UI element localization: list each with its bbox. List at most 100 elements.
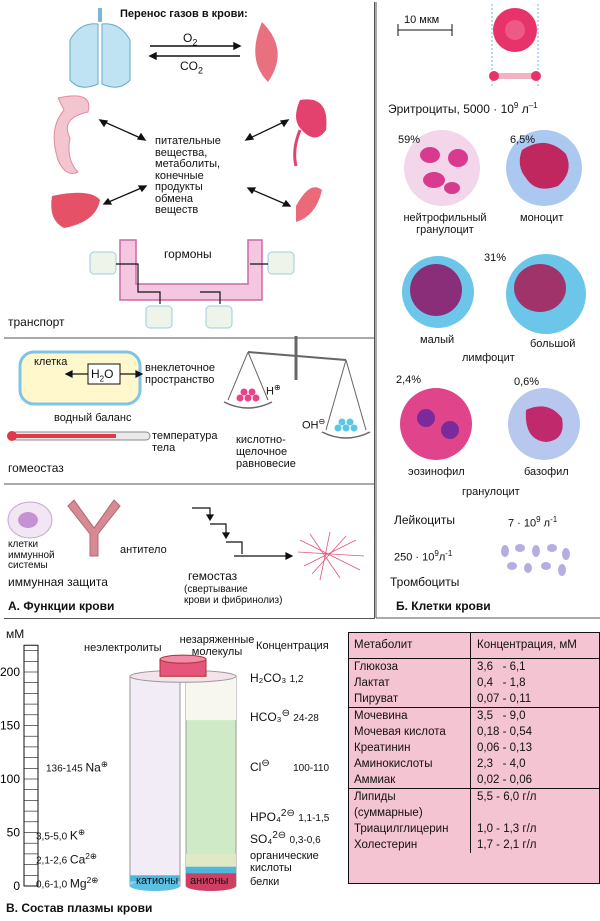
- kidney-icon: [296, 99, 327, 138]
- concentration-label: Концентрация: [256, 640, 329, 652]
- metabolite-name: Аминокислоты: [348, 756, 471, 772]
- eosinophil-label: эозинофил: [408, 466, 465, 478]
- cation-base: [130, 881, 180, 891]
- k-label: 3,5-5,0 K⊕: [36, 827, 85, 843]
- metabolite-value: 3,5 - 9,0: [477, 710, 526, 722]
- hemostasis-cascade: [192, 507, 294, 560]
- nonelectrolytes-label: неэлектролиты: [84, 642, 162, 654]
- metabolite-value: 1,7 - 2,1 г/л: [477, 839, 537, 851]
- metabolite-name: Пируват: [348, 691, 471, 708]
- table-row: (суммарные): [348, 805, 600, 821]
- table-row: Липиды 5,5 - 6,0 г/л: [348, 788, 600, 805]
- neutrophil-icon: [404, 130, 480, 206]
- monocyte-icon: [506, 130, 582, 206]
- monocyte-percent: 6,5%: [510, 134, 536, 146]
- na-label: 136-145 Na⊕: [46, 759, 108, 775]
- metabolite-header: Метаболит: [348, 632, 471, 659]
- anion-base: [186, 881, 236, 891]
- hemostasis-label: гемостаз: [188, 569, 238, 583]
- gas-transport-title: Перенос газов в крови:: [120, 8, 248, 20]
- y-tick-label: 50: [7, 826, 21, 840]
- small-lymphocyte-label: малый: [420, 334, 455, 346]
- metabolite-name: Глюкоза: [348, 658, 471, 675]
- co2-label: CO2: [180, 59, 204, 76]
- table-row: Мочевая кислота 0,18 - 0,54: [348, 724, 600, 740]
- hco3-label: HCO₃⊖ 24-28: [250, 708, 319, 724]
- cl-label: Cl⊖ 100-110: [250, 758, 330, 774]
- metabolite-name: Триацилглицерин: [348, 821, 471, 837]
- metabolites-table: Метаболит Концентрация, мМ Глюкоза 3,6 - …: [348, 632, 600, 853]
- muscle-icon: [255, 22, 278, 82]
- liver-icon: [51, 192, 100, 228]
- metabolite-name: Мочевина: [348, 707, 471, 724]
- unit-label: мМ: [6, 627, 25, 641]
- panel-b-title: Б. Клетки крови: [396, 599, 491, 613]
- table-header: Метаболит Концентрация, мМ: [348, 632, 600, 659]
- basophil-percent: 0,6%: [514, 376, 540, 388]
- metabolite-value: 0,18 - 0,54: [477, 726, 532, 738]
- anion-hpo4-band: [186, 853, 236, 867]
- y-tick-label: 150: [0, 719, 20, 733]
- y-tick-label: 200: [0, 665, 20, 679]
- y-tick-label: 100: [0, 772, 20, 786]
- h2co3-label: H₂CO₃ 1,2: [250, 671, 304, 685]
- uncharged-cap-top: [159, 654, 207, 664]
- hormone-vessel: [89, 239, 295, 329]
- metabolite-name: Мочевая кислота: [348, 724, 471, 740]
- metabolite-value: 5,5 - 6,0 г/л: [477, 791, 537, 803]
- metabolite-name: Аммиак: [348, 772, 471, 789]
- gas-arrows: [148, 41, 242, 61]
- thermometer-icon: [7, 431, 151, 441]
- lungs-icon: [69, 8, 131, 88]
- granulocyte-label: гранулоцит: [462, 486, 520, 498]
- basophil-icon: [508, 388, 580, 460]
- hormones-label: гормоны: [164, 247, 212, 261]
- eosinophil-percent: 2,4%: [396, 374, 422, 386]
- metabolite-value: 0,07 - 0,11: [477, 693, 532, 705]
- oh-minus-label: OH⊖: [302, 417, 326, 432]
- basophil-label: базофил: [524, 466, 569, 478]
- metabolite-name: Липиды: [348, 788, 471, 805]
- metabolite-value: 1,0 - 1,3 г/л: [477, 823, 537, 835]
- metabolite-name: Холестерин: [348, 837, 471, 853]
- o2-label: O2: [183, 31, 198, 48]
- table-row: Пируват 0,07 - 0,11: [348, 691, 600, 708]
- metabolite-name: Лактат: [348, 675, 471, 691]
- metabolite-value: 3,6 - 6,1: [477, 661, 526, 673]
- so4-label: SO₄2⊖ 0,3-0,6: [250, 830, 321, 846]
- concentration-header: Концентрация, мМ: [477, 639, 577, 651]
- ca-label: 2,1-2,6 Ca2⊕: [36, 851, 97, 867]
- metabolite-value: 0,4 - 1,8: [477, 677, 526, 689]
- h-plus-label: H⊕: [266, 383, 281, 398]
- small-lymphocyte-icon: [402, 256, 474, 328]
- water-balance-label: водный баланс: [54, 412, 132, 424]
- platelets-value: 250 · 109л-1: [394, 549, 453, 564]
- cation-minor-band: [130, 875, 180, 882]
- balance-scale-icon: [223, 336, 371, 439]
- erythrocyte-icon: [489, 4, 541, 86]
- y-tick-label: 0: [13, 879, 20, 893]
- metabolite-value: [471, 805, 600, 821]
- metabolite-name: Креатинин: [348, 740, 471, 756]
- cation-column: [129, 675, 181, 887]
- proteins-label: белки: [250, 876, 280, 888]
- large-lymphocyte-icon: [506, 254, 586, 334]
- water-arrows: [64, 370, 144, 378]
- anion-hco3-band: [186, 676, 236, 721]
- table-row: Глюкоза 3,6 - 6,1: [348, 658, 600, 675]
- intestine-icon: [53, 95, 90, 174]
- homeostasis-label: гомеостаз: [8, 461, 64, 475]
- large-lymphocyte-label: большой: [530, 338, 576, 350]
- metabolite-value: 0,06 - 0,13: [477, 742, 532, 754]
- plasma-chart: 0 50 100 150 200: [0, 644, 237, 893]
- panel-c-title: В. Состав плазмы крови: [6, 901, 153, 915]
- erythrocytes-label: Эритроциты, 5000 · 109 л–1: [388, 101, 538, 116]
